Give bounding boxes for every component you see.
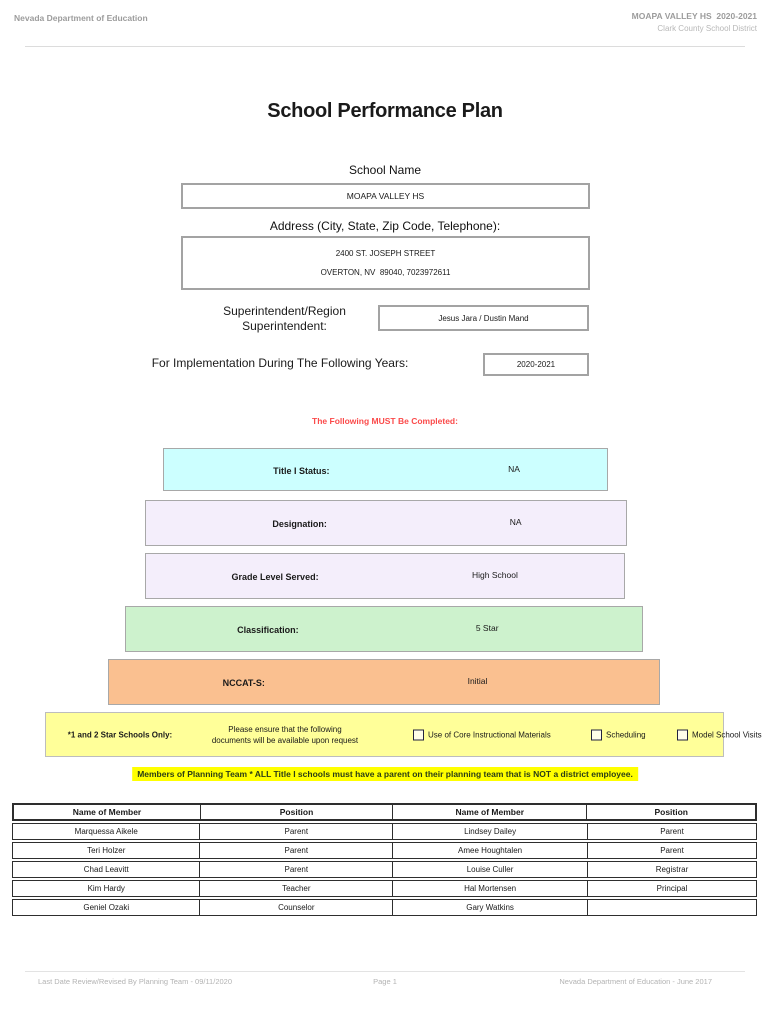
member-position-cell: Parent xyxy=(200,862,394,877)
member-name-cell: Amee Houghtalen xyxy=(393,843,589,858)
footer-revision-date: Last Date Review/Revised By Planning Tea… xyxy=(38,977,233,986)
address-label: Address (City, State, Zip Code, Telephon… xyxy=(269,219,501,233)
footer-page-number: Page 1 xyxy=(373,977,397,986)
header-school-block: MOAPA VALLEY HS 2020-2021 Clark County S… xyxy=(632,11,757,33)
address-field[interactable]: 2400 ST. JOSEPH STREET OVERTON, NV 89040… xyxy=(181,236,590,290)
implementation-label: For Implementation During The Following … xyxy=(151,356,409,370)
member-name-cell: Hal Mortensen xyxy=(393,881,589,896)
checkbox-core-materials[interactable]: Use of Core Instructional Materials xyxy=(413,729,551,740)
superintendent-field[interactable]: Jesus Jara / Dustin Mand xyxy=(378,305,589,331)
classification-value: 5 Star xyxy=(475,622,499,633)
checkbox-core-materials-icon[interactable] xyxy=(413,729,424,740)
header-district: Clark County School District xyxy=(657,24,757,33)
member-name-cell: Gary Watkins xyxy=(393,900,589,915)
planning-team-note: Members of Planning Team * ALL Title I s… xyxy=(132,767,638,781)
table-header-cell: Position xyxy=(201,805,394,819)
grade-level-value: High School xyxy=(472,569,518,580)
member-position-cell: Counselor xyxy=(200,900,394,915)
checkbox-model-visits-label: Model School Visits xyxy=(692,730,762,739)
implementation-value: 2020-2021 xyxy=(516,360,556,369)
member-name-cell: Chad Leavitt xyxy=(13,862,201,877)
address-line1: 2400 ST. JOSEPH STREET xyxy=(335,248,436,258)
member-position-cell xyxy=(588,900,756,915)
designation-value: NA xyxy=(509,516,522,527)
table-row[interactable]: Geniel Ozaki Counselor Gary Watkins xyxy=(12,899,757,916)
must-complete-notice: The Following MUST Be Completed: xyxy=(312,416,458,426)
school-name-field[interactable]: MOAPA VALLEY HS xyxy=(181,183,590,209)
table-header-cell: Name of Member xyxy=(14,805,201,819)
superintendent-label: Superintendent/Region Superintendent: xyxy=(192,304,377,334)
member-position-cell: Parent xyxy=(660,846,684,855)
member-position-cell: Principal xyxy=(656,884,688,893)
member-name-cell: Kim Hardy xyxy=(13,881,201,896)
grade-level-label: Grade Level Served: xyxy=(231,572,319,582)
member-name-cell: Louise Culler xyxy=(393,862,589,877)
member-name-cell: Geniel Ozaki xyxy=(13,900,201,915)
header-school-year: MOAPA VALLEY HS 2020-2021 xyxy=(631,11,757,21)
table-header-cell: Name of Member xyxy=(393,805,588,819)
member-position-cell: Registrar xyxy=(655,865,689,874)
address-line2: OVERTON, NV 89040, 7023972611 xyxy=(320,268,451,278)
page-title: School Performance Plan xyxy=(267,100,503,122)
footer-divider xyxy=(25,971,745,972)
star-schools-note: Please ensure that the following documen… xyxy=(189,724,381,746)
table-header-cell: Position xyxy=(654,807,688,817)
school-name-value: MOAPA VALLEY HS xyxy=(346,191,425,201)
checkbox-scheduling-label: Scheduling xyxy=(606,730,646,739)
superintendent-value: Jesus Jara / Dustin Mand xyxy=(438,313,529,323)
footer-source: Nevada Department of Education - June 20… xyxy=(559,977,712,986)
nccat-s-label: NCCAT-S: xyxy=(222,678,265,688)
header-agency: Nevada Department of Education xyxy=(14,13,148,23)
member-name-cell: Teri Holzer xyxy=(13,843,201,858)
superintendent-label-line2: Superintendent: xyxy=(242,319,327,333)
designation-label: Designation: xyxy=(272,519,327,529)
school-name-label: School Name xyxy=(348,163,422,177)
member-position-cell: Parent xyxy=(660,827,684,836)
star-note-line1: Please ensure that the following xyxy=(228,724,342,734)
member-position-cell: Parent xyxy=(200,843,394,858)
table-row[interactable]: Kim Hardy Teacher Hal Mortensen Principa… xyxy=(12,880,757,897)
designation-bar[interactable]: Designation: NA xyxy=(145,500,627,546)
nccat-s-bar[interactable]: NCCAT-S: Initial xyxy=(108,659,660,705)
table-header-row: Name of Member Position Name of Member P… xyxy=(12,803,757,821)
title-i-status-label: Title I Status: xyxy=(273,465,330,476)
classification-label: Classification: xyxy=(237,625,299,635)
table-row[interactable]: Teri Holzer Parent Amee Houghtalen Paren… xyxy=(12,842,757,859)
checkbox-model-visits[interactable]: Model School Visits xyxy=(677,729,762,740)
star-note-line2: documents will be available upon request xyxy=(211,735,359,745)
header-divider xyxy=(25,46,745,47)
checkbox-scheduling[interactable]: Scheduling xyxy=(591,729,646,740)
table-row[interactable]: Marquessa Aikele Parent Lindsey Dailey P… xyxy=(12,823,757,840)
checkbox-scheduling-icon[interactable] xyxy=(591,729,602,740)
nccat-s-value: Initial xyxy=(467,675,488,686)
table-row[interactable]: Chad Leavitt Parent Louise Culler Regist… xyxy=(12,861,757,878)
grade-level-bar[interactable]: Grade Level Served: High School xyxy=(145,553,625,599)
member-position-cell: Teacher xyxy=(200,881,394,896)
implementation-field[interactable]: 2020-2021 xyxy=(483,353,589,376)
superintendent-label-line1: Superintendent/Region xyxy=(223,304,346,318)
member-name-cell: Marquessa Aikele xyxy=(13,824,201,839)
checkbox-model-visits-icon[interactable] xyxy=(677,729,688,740)
star-schools-label: *1 and 2 Star Schools Only: xyxy=(67,730,173,739)
title-i-status-value: NA xyxy=(508,463,520,474)
member-name-cell: Lindsey Dailey xyxy=(393,824,589,839)
planning-team-table: Name of Member Position Name of Member P… xyxy=(12,803,757,918)
star-schools-box: *1 and 2 Star Schools Only: Please ensur… xyxy=(45,712,762,757)
member-position-cell: Parent xyxy=(200,824,394,839)
title-i-status-bar[interactable]: Title I Status: NA xyxy=(163,448,608,491)
checkbox-core-materials-label: Use of Core Instructional Materials xyxy=(428,730,551,739)
classification-bar[interactable]: Classification: 5 Star xyxy=(125,606,643,652)
